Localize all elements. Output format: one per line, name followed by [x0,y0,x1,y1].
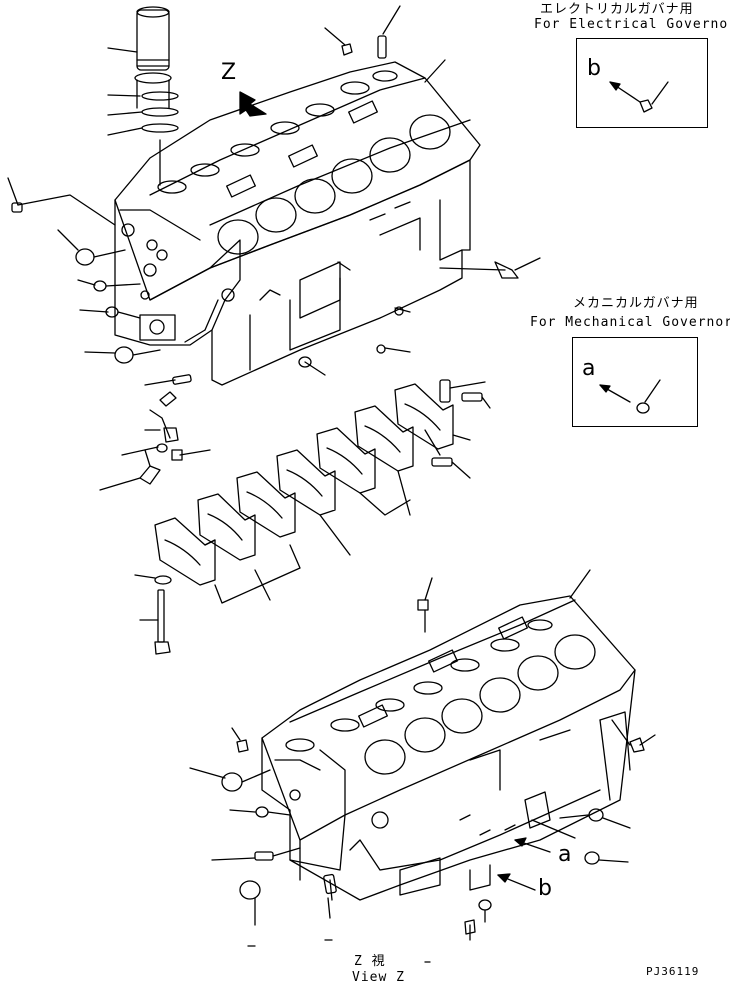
top-cylinder-block [7,5,541,491]
bearing-cap-3 [236,471,296,538]
view-caption-en: View Z [352,970,405,985]
bearing-cap-4 [276,449,336,516]
mechanical-governor-detail-letter: a [582,356,596,381]
mechanical-governor-label-jp: メカニカルガバナ用 [573,296,699,311]
electrical-governor-label-jp: エレクトリカルガバナ用 [540,2,694,17]
view-arrow-letter: Z [221,60,237,85]
mechanical-governor-detail-box [572,337,698,427]
electrical-governor-detail-box [576,38,708,128]
electrical-governor-detail-letter: b [587,56,601,81]
bearing-cap-5 [316,427,376,494]
drawing-code: PJ36119 [646,965,700,978]
mechanical-governor-detail-drawing [599,379,661,414]
bearing-cap-2 [197,493,256,561]
main-bearing-caps [134,379,491,655]
bearing-cap-1 [154,517,216,586]
bearing-cap-6 [354,405,414,472]
electrical-governor-label-en: For Electrical Governor [534,17,730,32]
callout-b: b [538,876,552,901]
bearing-cap-7 [394,383,454,450]
view-caption-jp: Z 視 [354,954,386,969]
mechanical-governor-label-en: For Mechanical Governor [530,315,730,330]
bottom-cylinder-block-view-z [189,569,656,963]
callout-a: a [558,842,572,867]
electrical-governor-detail-drawing [609,81,669,113]
